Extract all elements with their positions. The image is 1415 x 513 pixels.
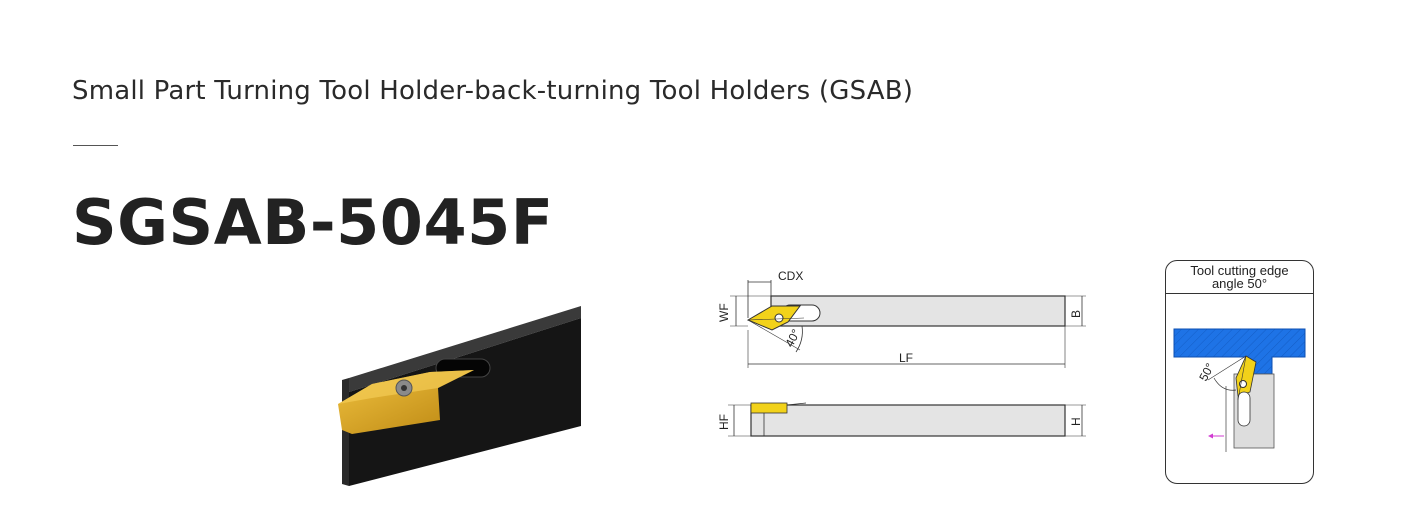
insert-side	[750, 402, 788, 414]
cutting-angle-header: Tool cutting edge angle 50°	[1166, 261, 1313, 294]
hf-label: HF	[717, 414, 731, 430]
cutting-angle-diagram: 50°	[1173, 328, 1306, 452]
top-view-drawing: CDX WF B LF 40°	[717, 269, 1086, 368]
product-subtitle: Small Part Turning Tool Holder-back-turn…	[72, 76, 914, 106]
cutting-angle-panel: Tool cutting edge angle 50°	[1165, 260, 1314, 484]
lf-label: LF	[899, 351, 913, 365]
wf-label: WF	[717, 303, 731, 322]
side-view-drawing: HF H	[717, 402, 1086, 437]
h-label: H	[1069, 417, 1083, 426]
tool-holder-render	[338, 306, 581, 486]
model-title: SGSAB-5045F	[72, 186, 554, 259]
shank-side	[750, 404, 1066, 437]
angle-40-label: 40°	[782, 327, 803, 350]
holder-top-face	[349, 306, 581, 392]
b-label: B	[1069, 310, 1083, 318]
cutting-angle-title-line2: angle 50°	[1211, 276, 1268, 291]
cdx-label: CDX	[778, 269, 803, 283]
insert-top	[746, 305, 801, 331]
title-divider	[73, 145, 118, 146]
cutting-angle-title-line1: Tool cutting edge	[1190, 263, 1289, 278]
holder-front-face	[349, 318, 581, 486]
